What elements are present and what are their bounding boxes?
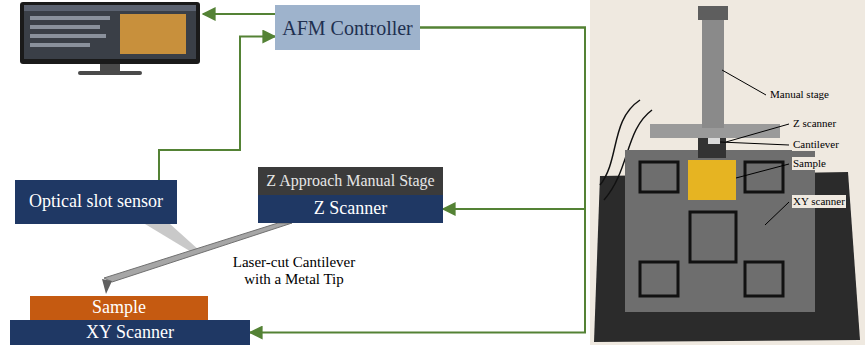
screen-ui-row: [30, 25, 100, 29]
flexure-slot: [640, 262, 678, 296]
leader-line: [720, 142, 789, 145]
metal-tip: [102, 279, 112, 294]
monitor-bezel: [20, 2, 200, 64]
screen-image: [120, 14, 186, 54]
cantilever-photo: [708, 138, 720, 144]
flexure-slot: [690, 212, 736, 262]
box-text: AFM Controller: [282, 17, 413, 39]
screen-ui-row: [30, 34, 106, 38]
box-text: Optical slot sensor: [29, 192, 163, 212]
flexure-slot: [640, 162, 678, 192]
micrometer-knob: [698, 6, 728, 20]
leader-line: [765, 202, 789, 225]
box-text: Sample: [92, 298, 146, 318]
box-text: XY Scanner: [86, 323, 174, 343]
signal-arrow: [159, 37, 275, 181]
signal-arrow: [420, 28, 585, 210]
sensor-box: Optical slot sensor: [15, 180, 177, 224]
monitor-screen: [24, 5, 196, 59]
xy-scanner-plate: [625, 150, 815, 312]
photo-label: Z scanner: [792, 117, 837, 130]
leader-line: [736, 164, 789, 178]
signal-arrow: [203, 13, 275, 15]
photo-ground: [590, 0, 865, 345]
photo-label: Cantilever: [792, 138, 840, 151]
photo-label: Manual stage: [769, 88, 830, 101]
sample-photo: [688, 160, 736, 200]
scanner-box: Z Scanner: [258, 195, 443, 223]
micrometer-column: [702, 18, 724, 128]
box-text: Z Scanner: [314, 199, 387, 219]
screen-ui-row: [30, 16, 110, 20]
stage-box: Z Approach Manual Stage: [258, 167, 443, 195]
photo-label: Sample: [792, 157, 827, 170]
monitor-base: [78, 71, 142, 75]
flexure-slot: [745, 162, 783, 192]
optical-beam: [145, 224, 200, 253]
screen-ui-row: [30, 43, 90, 47]
controller-box: AFM Controller: [275, 5, 420, 50]
scanner-box: XY Scanner: [10, 320, 250, 345]
screen-toolbar: [24, 5, 196, 11]
part-label: Laser-cut Cantilever with a Metal Tip: [218, 254, 370, 289]
leader-line: [726, 124, 789, 142]
sample-box: Sample: [30, 296, 208, 320]
leader-line: [722, 70, 766, 95]
flexure-slot: [745, 262, 783, 296]
box-text: Z Approach Manual Stage: [266, 172, 434, 190]
monitor-stand: [100, 64, 120, 72]
photo-label: XY scanner: [792, 195, 846, 208]
